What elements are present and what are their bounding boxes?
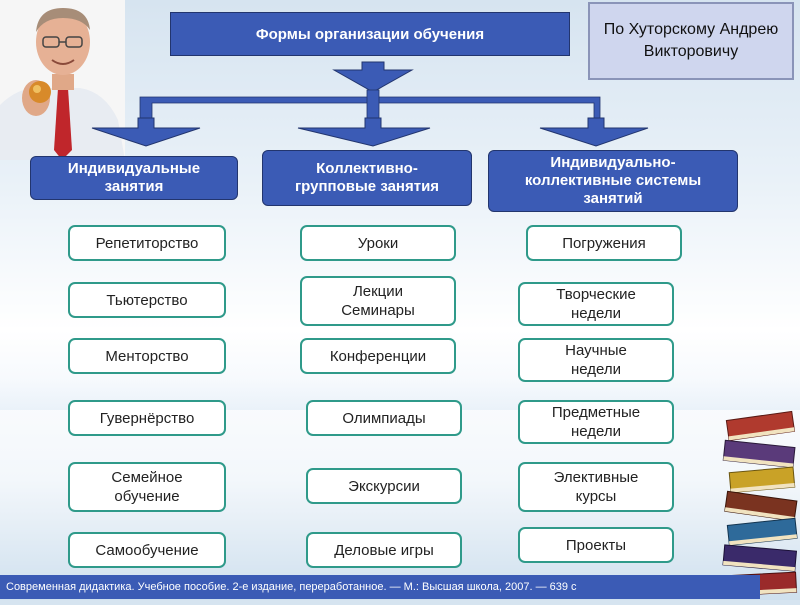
item-immersion: Погружения (526, 225, 682, 261)
item-excursions: Экскурсии (306, 468, 462, 504)
item-governess: Гувернёрство (68, 400, 226, 436)
item-tutorship: Тьютерство (68, 282, 226, 318)
item-self-education: Самообучение (68, 532, 226, 568)
item-family-education: Семейное обучение (68, 462, 226, 512)
item-mentorship: Менторство (68, 338, 226, 374)
item-science-weeks: Научные недели (518, 338, 674, 382)
item-subject-weeks: Предметные недели (518, 400, 674, 444)
connector-arrows (91, 61, 649, 147)
item-tutoring: Репетиторство (68, 225, 226, 261)
footer-citation: Современная дидактика. Учебное пособие. … (0, 575, 760, 599)
item-lectures-seminars: Лекции Семинары (300, 276, 456, 326)
category-individual: Индивидуальные занятия (30, 156, 238, 200)
author-photo (0, 0, 125, 160)
diagram-title: Формы организации обучения (170, 12, 570, 56)
item-conferences: Конференции (300, 338, 456, 374)
item-business-games: Деловые игры (306, 532, 462, 568)
category-individual-collective: Индивидуально-коллективные системы занят… (488, 150, 738, 212)
books-stack-image (720, 410, 800, 600)
item-olympiads: Олимпиады (306, 400, 462, 436)
item-creative-weeks: Творческие недели (518, 282, 674, 326)
author-note: По Хуторскому Андрею Викторовичу (588, 2, 794, 80)
category-collective-group: Коллективно-групповые занятия (262, 150, 472, 206)
item-elective-courses: Элективные курсы (518, 462, 674, 512)
item-projects: Проекты (518, 527, 674, 563)
item-lessons: Уроки (300, 225, 456, 261)
